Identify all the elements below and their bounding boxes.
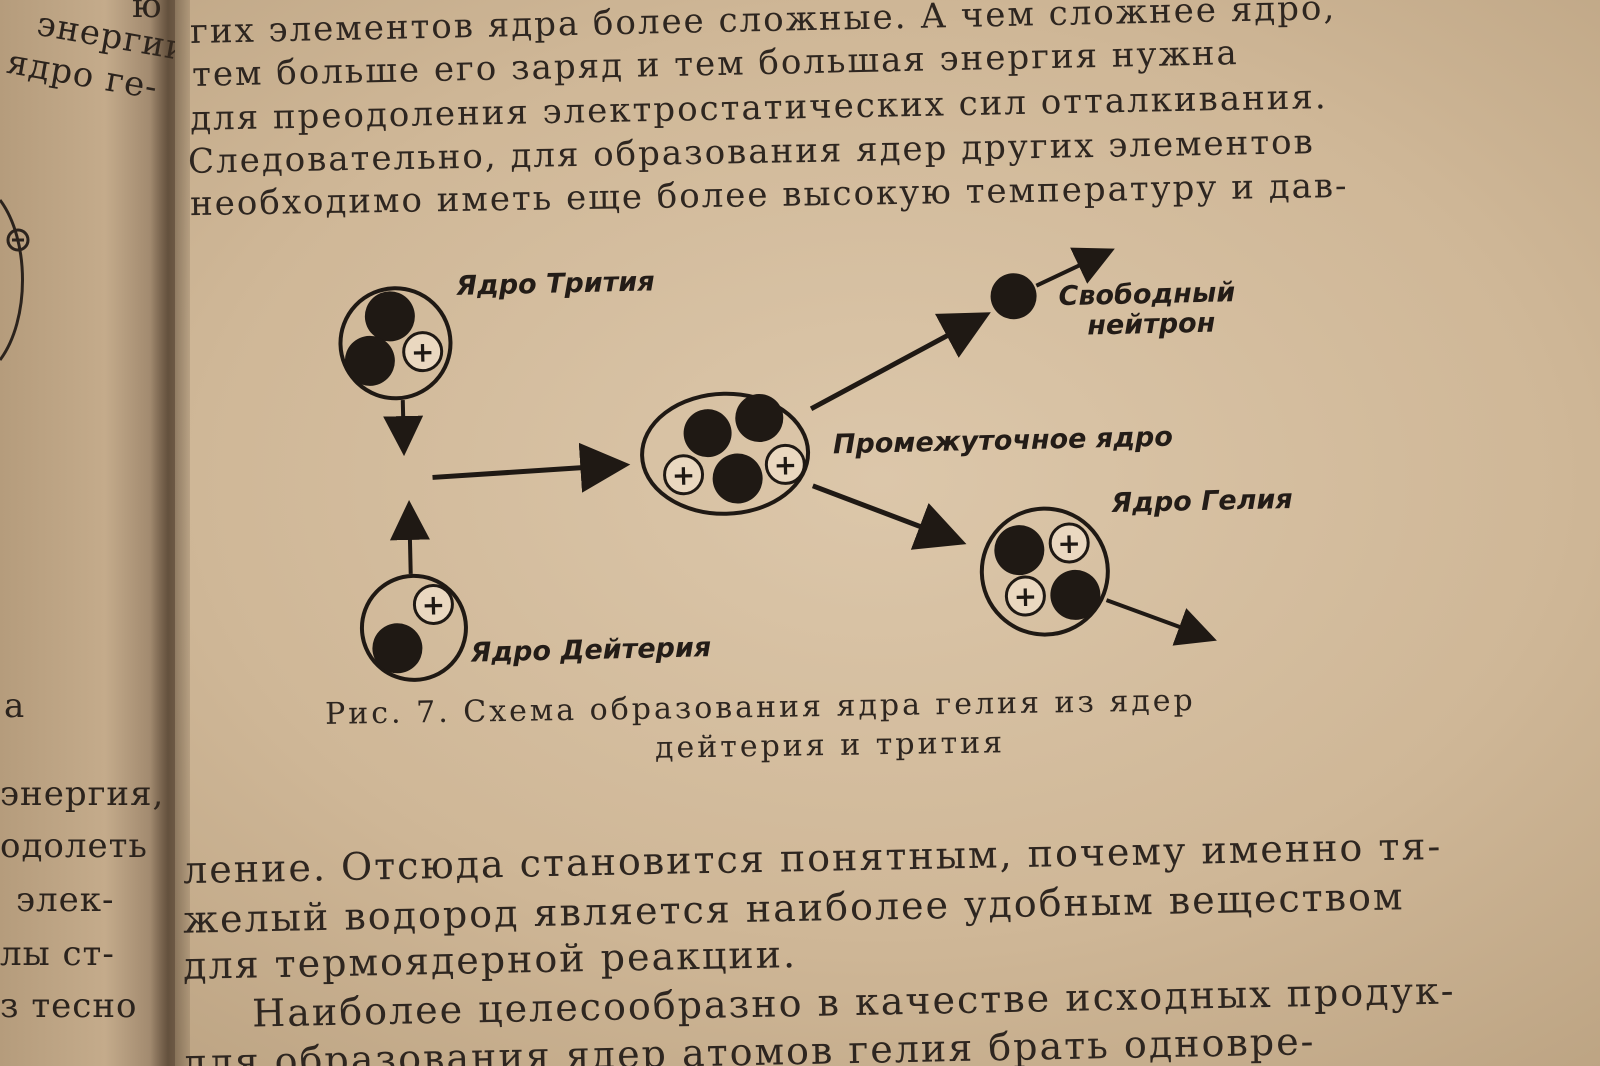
svg-text:+: + xyxy=(411,335,435,369)
left-page-fragment: а xyxy=(4,686,26,726)
arrow-right xyxy=(432,442,631,493)
deuterium-nucleus: + xyxy=(359,573,468,682)
intermediate-nucleus: + + xyxy=(640,391,811,516)
free-neutron xyxy=(990,273,1037,320)
label-tritium: Ядро Трития xyxy=(455,266,655,302)
svg-text:+: + xyxy=(1013,580,1037,614)
left-page-fragment: лы ст- xyxy=(0,934,115,974)
left-page-fragment: элек- xyxy=(16,880,115,920)
left-page: ю энергии, ядро ге- а энергия, одолеть э… xyxy=(0,0,175,1066)
label-free-neutron-2: нейтрон xyxy=(1087,308,1216,342)
left-page-diagram-fragment xyxy=(0,199,30,361)
left-page-fragment: з тесно xyxy=(0,986,138,1026)
proton-icon: + xyxy=(663,454,705,496)
svg-text:+: + xyxy=(773,448,797,482)
proton-icon: + xyxy=(412,583,454,625)
label-deuterium: Ядро Дейтерия xyxy=(469,632,711,668)
label-free-neutron-1: Свободный xyxy=(1058,277,1235,312)
svg-text:+: + xyxy=(671,458,695,492)
left-page-fragment: одолеть xyxy=(0,826,148,866)
proton-icon: + xyxy=(764,443,806,485)
proton-icon: + xyxy=(1004,575,1046,617)
label-helium: Ядро Гелия xyxy=(1110,484,1293,519)
svg-text:+: + xyxy=(1057,527,1081,561)
label-intermediate: Промежуточное ядро xyxy=(833,422,1174,461)
arrow-down-right xyxy=(811,483,967,550)
proton-icon: + xyxy=(402,331,444,373)
proton-icon: + xyxy=(1048,522,1090,564)
svg-text:+: + xyxy=(421,588,445,622)
arrow-neutron xyxy=(1035,247,1115,288)
figure-caption-line2: дейтерия и трития xyxy=(654,725,1006,766)
arrow-down xyxy=(383,400,424,457)
helium-nucleus: + + xyxy=(979,506,1110,637)
book-gutter-shadow xyxy=(150,0,190,1066)
left-page-fragment: энергия, xyxy=(0,774,165,814)
arrow-helium-out xyxy=(1105,598,1217,646)
arrow-up-right xyxy=(809,312,991,412)
tritium-nucleus: + xyxy=(338,286,453,401)
arrow-up xyxy=(389,499,430,575)
